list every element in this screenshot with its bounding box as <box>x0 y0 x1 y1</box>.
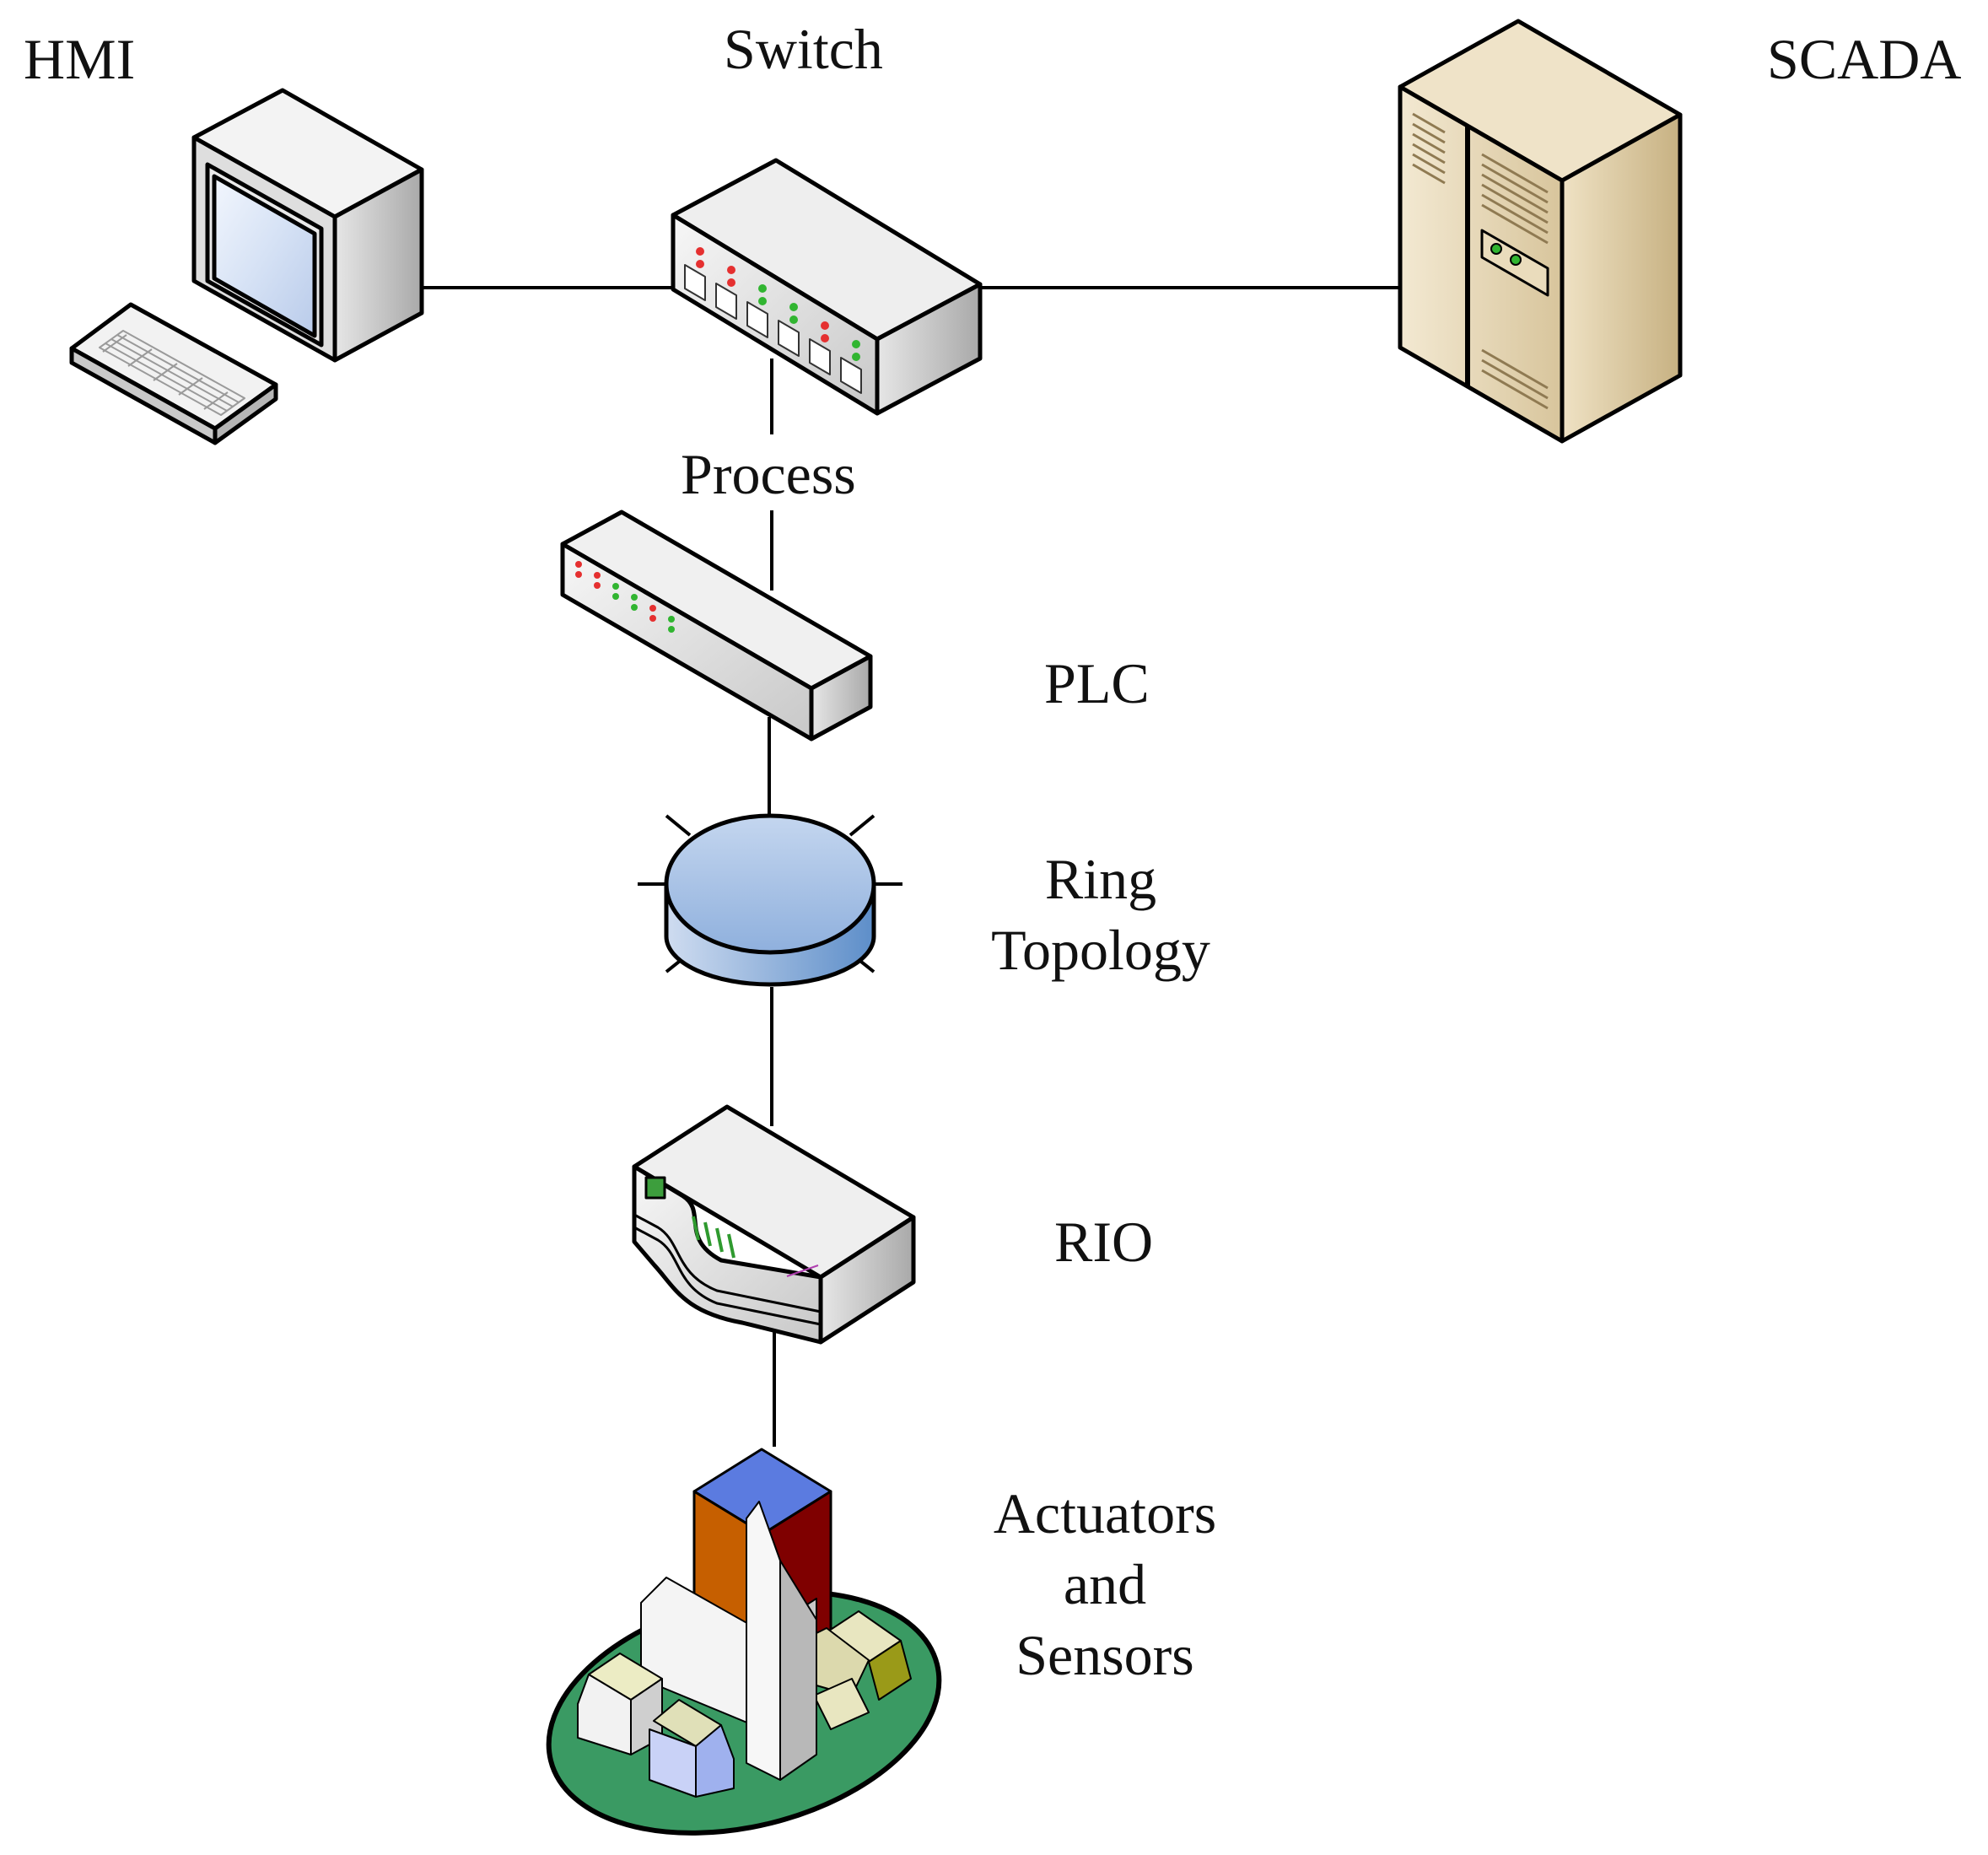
ring-topology-label: Ring Topology <box>966 844 1236 985</box>
remote-io-icon <box>632 1104 916 1345</box>
ring-label-line1: Ring <box>1044 847 1157 911</box>
ring-label-line2: Topology <box>991 918 1210 982</box>
actuators-sensors-label: Actuators and Sensors <box>970 1478 1240 1691</box>
field-site-icon <box>546 1448 942 1836</box>
plc-label: PLC <box>1044 651 1150 715</box>
field-label-line2: and <box>1063 1552 1147 1616</box>
rio-label: RIO <box>1054 1210 1154 1274</box>
process-label: Process <box>681 442 856 506</box>
workstation-icon <box>69 88 424 445</box>
plc-device-icon <box>560 510 873 741</box>
connections <box>422 286 1400 1447</box>
field-label-line3: Sensors <box>1016 1623 1194 1687</box>
server-tower-icon <box>1398 19 1683 444</box>
switch-label: Switch <box>724 17 883 81</box>
network-switch-icon <box>671 158 983 416</box>
ring-hub-icon <box>638 813 902 987</box>
scada-label: SCADA <box>1767 27 1962 91</box>
hmi-label: HMI <box>24 27 136 91</box>
field-label-line1: Actuators <box>993 1481 1217 1545</box>
